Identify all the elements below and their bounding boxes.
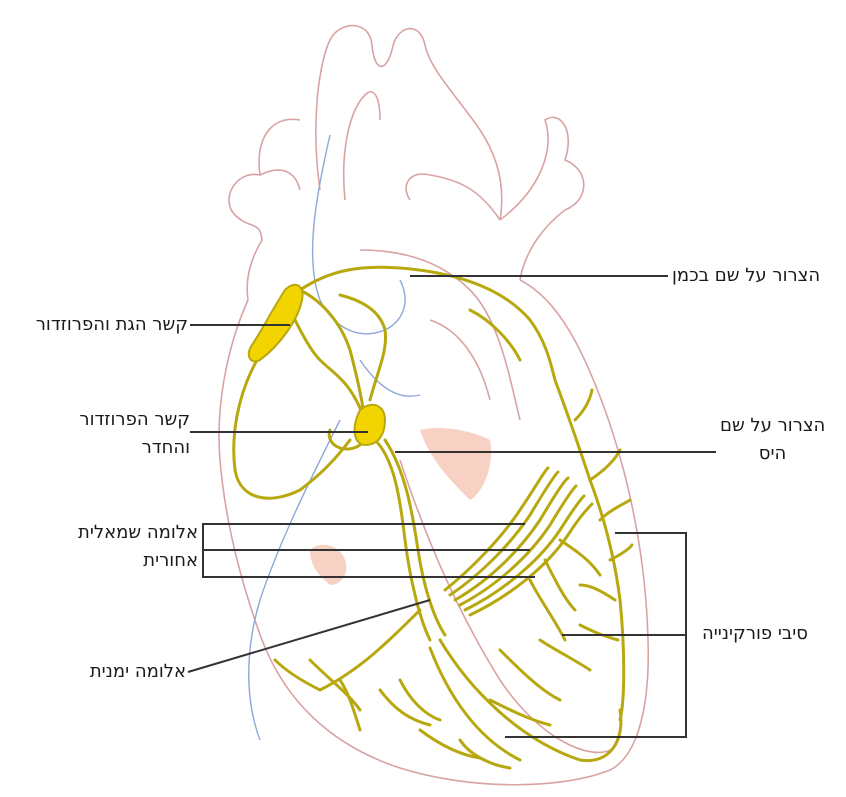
label-sa-node: קשר הגת והפרוזדור	[0, 312, 188, 338]
heart-outline	[219, 26, 648, 785]
label-purkinje-fibers: סיבי פורקינייה	[702, 621, 808, 647]
label-his-line2: היס	[720, 441, 825, 467]
label-av-node-line1: קשר הפרוזדור	[0, 407, 190, 433]
nodes	[249, 285, 385, 445]
vessel-lines	[249, 135, 420, 740]
label-av-node-line2: והחדר	[0, 435, 190, 461]
label-left-posterior-line1: אלומה שמאלית	[0, 520, 198, 546]
label-left-posterior-line2: אחורית	[0, 548, 198, 574]
sa-node-shape	[249, 285, 303, 362]
label-bachmann-bundle: הצרור על שם בכמן	[672, 263, 820, 289]
label-his-line1: הצרור על שם	[720, 413, 825, 439]
av-node-shape	[355, 405, 385, 445]
label-right-bundle: אלומה ימנית	[0, 659, 186, 685]
